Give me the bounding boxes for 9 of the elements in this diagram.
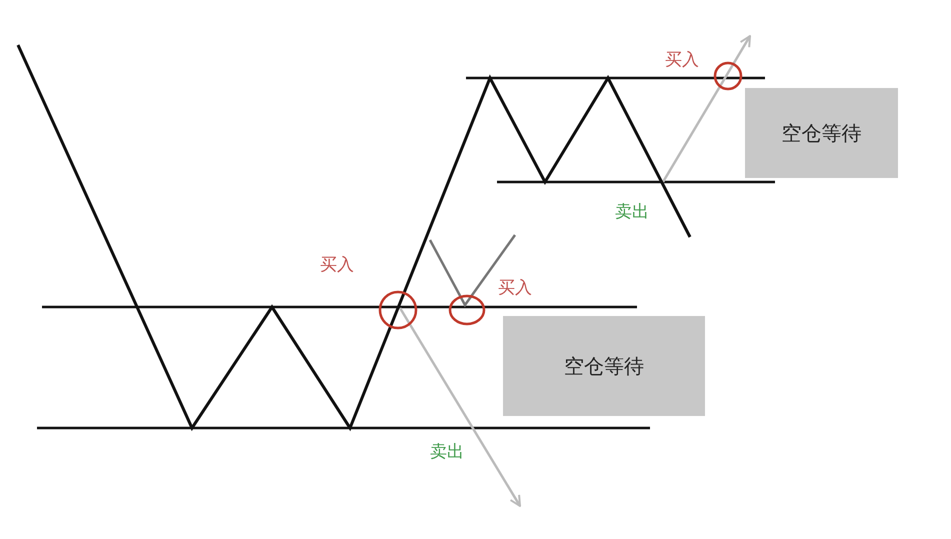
shaded-box [503,316,705,416]
box-label: 空仓等待 [782,120,862,146]
sell-label: 卖出 [430,441,464,463]
buy-label: 买入 [665,49,699,71]
buy-label: 买入 [498,277,532,299]
buy-label: 买入 [320,254,354,276]
box-label: 空仓等待 [564,352,644,380]
shaded-box [745,88,898,178]
sell-label: 卖出 [615,201,649,223]
